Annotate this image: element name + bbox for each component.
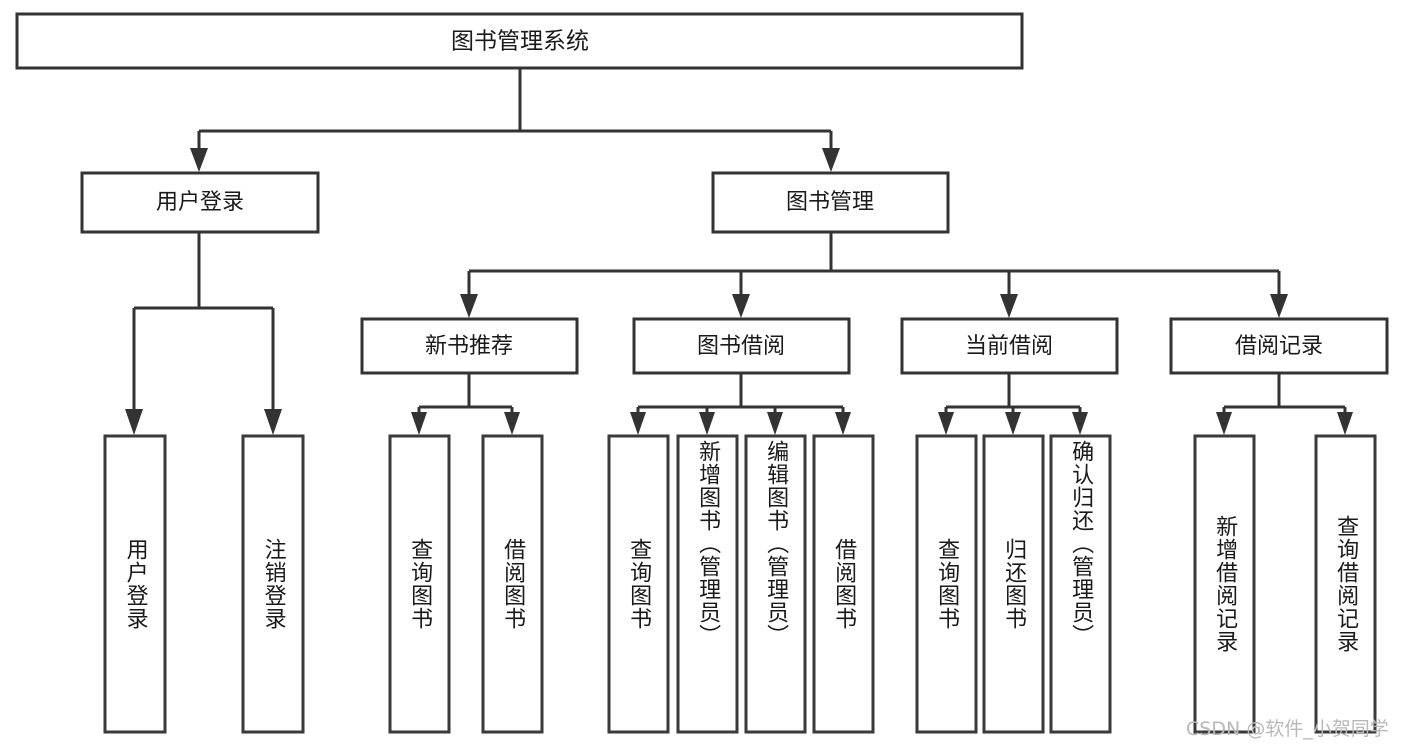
arrow-head-book-borrow xyxy=(732,294,750,318)
node-box-book-borrow[interactable] xyxy=(632,317,851,375)
arrow-head-leaf-bb-1 xyxy=(699,412,715,435)
leaf-box-current-borrow-1[interactable] xyxy=(982,434,1045,734)
arrow-head-leaf-cb-0 xyxy=(938,412,954,435)
arrow-head-leaf-cb-2 xyxy=(1072,412,1088,435)
leaf-box-current-borrow-2[interactable] xyxy=(1049,434,1112,734)
watermark-text: CSDN @软件_小贺同学 xyxy=(1186,718,1389,740)
connector-group-current-borrow xyxy=(938,373,1088,435)
connector-group-user-login xyxy=(125,232,282,435)
leaf-box-book-borrow-2[interactable] xyxy=(744,434,807,734)
node-label-user-login: 用户登录 xyxy=(156,190,244,215)
connector-group-new-book xyxy=(411,373,520,435)
node-box-book-manage[interactable] xyxy=(711,171,950,234)
arrow-head-borrow-record xyxy=(1270,294,1288,318)
arrow-head-leaf-ul-0 xyxy=(125,409,143,435)
arrow-head-current-borrow xyxy=(1000,294,1018,318)
arrow-head-leaf-br-1 xyxy=(1337,412,1353,435)
node-box-borrow-record[interactable] xyxy=(1169,317,1389,375)
arrow-head-leaf-cb-1 xyxy=(1005,412,1021,435)
leaf-box-book-borrow-3[interactable] xyxy=(812,434,875,734)
leaf-box-book-borrow-1[interactable] xyxy=(676,434,739,734)
leaf-box-user-login-0[interactable] xyxy=(103,434,167,734)
leaf-box-book-borrow-0[interactable] xyxy=(607,434,670,734)
arrow-head-book-manage xyxy=(822,148,840,172)
node-label-new-book-recommend: 新书推荐 xyxy=(425,334,513,359)
node-label-book-borrow: 图书借阅 xyxy=(697,334,785,359)
connector-group-root xyxy=(190,68,840,172)
node-box-current-borrow[interactable] xyxy=(900,317,1119,375)
arrow-head-user-login xyxy=(190,148,208,172)
arrow-head-leaf-nb-0 xyxy=(411,412,427,435)
leaf-box-borrow-record-1[interactable] xyxy=(1314,434,1377,734)
leaf-box-current-borrow-0[interactable] xyxy=(915,434,978,734)
leaf-box-new-book-1[interactable] xyxy=(481,434,544,734)
node-label-borrow-record: 借阅记录 xyxy=(1235,334,1323,359)
arrow-head-leaf-bb-3 xyxy=(835,412,851,435)
arrow-head-leaf-ul-1 xyxy=(264,409,282,435)
leaf-box-new-book-0[interactable] xyxy=(388,434,451,734)
connector-group-borrow-record xyxy=(1216,373,1353,435)
arrow-head-new-book xyxy=(460,294,478,318)
arrow-head-leaf-nb-1 xyxy=(504,412,520,435)
node-box-new-book-recommend[interactable] xyxy=(360,317,579,375)
arrow-head-leaf-bb-2 xyxy=(767,412,783,435)
connector-group-book-borrow xyxy=(630,373,851,435)
node-label-book-manage: 图书管理 xyxy=(786,190,874,215)
node-label-root: 图书管理系统 xyxy=(451,29,589,55)
leaf-box-borrow-record-0[interactable] xyxy=(1193,434,1256,734)
arrow-head-leaf-bb-0 xyxy=(630,412,646,435)
arrow-head-leaf-br-0 xyxy=(1216,412,1232,435)
node-label-current-borrow: 当前借阅 xyxy=(965,334,1053,359)
node-box-user-login[interactable] xyxy=(80,171,320,234)
node-box-root[interactable] xyxy=(15,12,1024,70)
leaf-box-user-login-1[interactable] xyxy=(241,434,305,734)
connector-group-book-manage xyxy=(460,232,1288,318)
